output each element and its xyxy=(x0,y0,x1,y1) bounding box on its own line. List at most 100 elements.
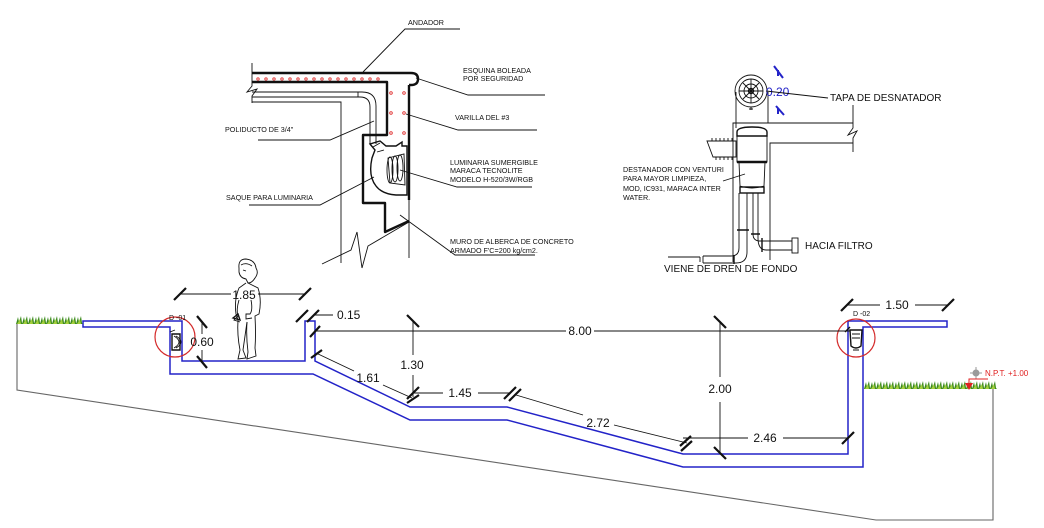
leader-luminaria xyxy=(399,169,532,188)
grass-tuft xyxy=(942,381,949,389)
grass-highlight xyxy=(919,384,923,389)
label-esquina-line1: ESQUINA BOLEADA xyxy=(463,66,531,75)
grass-tuft xyxy=(900,381,907,389)
label-saque: SAQUE PARA LUMINARIA xyxy=(226,193,313,202)
label-luminaria-line2: MARACA TECNOLITE xyxy=(450,166,523,175)
wall-light-detail: ANDADOR ESQUINA BOLEADA POR SEGURIDAD VA… xyxy=(225,18,574,269)
label-muro-line2: ARMADO F'C=200 kg/cm2. xyxy=(450,246,538,255)
grass-tuft xyxy=(64,316,71,324)
grass-highlight xyxy=(895,384,899,389)
callout-circle-d01 xyxy=(154,316,196,358)
callout-circle-d02 xyxy=(836,318,876,358)
rebar-dot xyxy=(352,77,356,81)
soil-line xyxy=(252,101,342,263)
grass-tuft xyxy=(58,316,65,324)
leader-esquina xyxy=(415,77,545,96)
drain-pipe xyxy=(699,193,749,264)
dim-second-slope: 2.72 xyxy=(586,416,610,430)
label-luminaria-line3: MODELO H-520/3W/RGB xyxy=(450,175,533,184)
rebar-dot xyxy=(280,77,284,81)
grass-highlight xyxy=(931,384,935,389)
label-desnatador-line3: MOD, IC931, MARACA INTER xyxy=(623,184,721,193)
skimmer-detail: 0.20 TAPA DE DESNATADOR DESTANADOR CON V… xyxy=(623,65,942,275)
dim-right-deck: 1.50 xyxy=(885,298,909,312)
grass-highlight xyxy=(877,384,881,389)
grass-highlight xyxy=(65,319,69,324)
submersible-light-icon xyxy=(368,140,408,196)
grass-highlight xyxy=(41,319,45,324)
rebar-dot xyxy=(264,77,268,81)
label-desnatador-line2: PARA MAYOR LIMPIEZA, xyxy=(623,174,706,183)
grass-tuft xyxy=(954,381,961,389)
leader-tapa xyxy=(765,90,829,99)
break-line-bottom xyxy=(321,221,410,269)
level-marker xyxy=(965,367,988,390)
filter-pipe xyxy=(751,193,799,254)
grass-highlight xyxy=(961,384,965,389)
rebar-wall-dots xyxy=(389,91,406,135)
cover-dimension-ticks xyxy=(773,65,785,116)
rebar-dot xyxy=(312,77,316,81)
leader-varilla xyxy=(405,113,537,131)
light-icon-d01 xyxy=(169,329,182,351)
rebar-dot xyxy=(328,77,332,81)
label-varilla: VARILLA DEL #3 xyxy=(455,113,509,122)
grass-tuft xyxy=(990,381,997,389)
grass-highlight xyxy=(29,319,33,324)
grass-highlight xyxy=(949,384,953,389)
grass-tuft xyxy=(864,381,871,389)
rebar-dot xyxy=(256,77,260,81)
rebar-dot xyxy=(360,77,364,81)
dim-shallow-depth: 0.60 xyxy=(190,335,214,349)
grass-highlight xyxy=(889,384,893,389)
person-figure xyxy=(231,258,261,360)
grass-tuft xyxy=(894,381,901,389)
rebar-dot xyxy=(320,77,324,81)
grass-highlight xyxy=(77,319,81,324)
skimmer-throat-lines xyxy=(735,92,769,128)
grass-highlight xyxy=(937,384,941,389)
skimmer-body-icon xyxy=(706,126,768,194)
grass-highlight xyxy=(907,384,911,389)
dim-deep-flat: 2.46 xyxy=(753,431,777,445)
grass-left xyxy=(16,316,83,324)
skimmer-deck-slab xyxy=(732,122,853,262)
grass-tuft xyxy=(882,381,889,389)
dim-deep-depth: 2.00 xyxy=(708,382,732,396)
marker-d01: D -01 xyxy=(169,315,186,322)
grass-tuft xyxy=(906,381,913,389)
rebar-dot xyxy=(296,77,300,81)
leader-poliducto xyxy=(258,120,375,141)
label-poliducto: POLIDUCTO DE 3/4" xyxy=(225,125,294,134)
dim-person-width: 1.85 xyxy=(232,288,256,302)
grass-tuft xyxy=(76,316,83,324)
rebar-dot xyxy=(376,77,380,81)
grass-highlight xyxy=(925,384,929,389)
grass-tuft xyxy=(46,316,53,324)
grass-tuft xyxy=(16,316,23,324)
leader-muro xyxy=(399,214,535,256)
leader-saque xyxy=(249,176,375,206)
grass-highlight xyxy=(985,384,989,389)
grass-tuft xyxy=(984,381,991,389)
rebar-dot xyxy=(304,77,308,81)
grass-tuft xyxy=(22,316,29,324)
deck-slab-inner xyxy=(252,80,410,234)
dimension-lines xyxy=(173,287,955,460)
conduit-pipe xyxy=(252,91,377,144)
grass-tuft xyxy=(34,316,41,324)
grass-tuft xyxy=(936,381,943,389)
rebar-dot xyxy=(344,77,348,81)
label-desnatador-line4: WATER. xyxy=(623,193,650,202)
marker-d02: D -02 xyxy=(853,311,870,318)
grass-tuft xyxy=(930,381,937,389)
grass-tuft xyxy=(876,381,883,389)
leader-desnatador xyxy=(722,173,746,182)
grass-tuft xyxy=(978,381,985,389)
grass-right xyxy=(864,381,997,389)
grass-tuft xyxy=(40,316,47,324)
label-muro-line1: MURO DE ALBERCA DE CONCRETO xyxy=(450,237,574,246)
rebar-dot xyxy=(336,77,340,81)
grass-highlight xyxy=(53,319,57,324)
